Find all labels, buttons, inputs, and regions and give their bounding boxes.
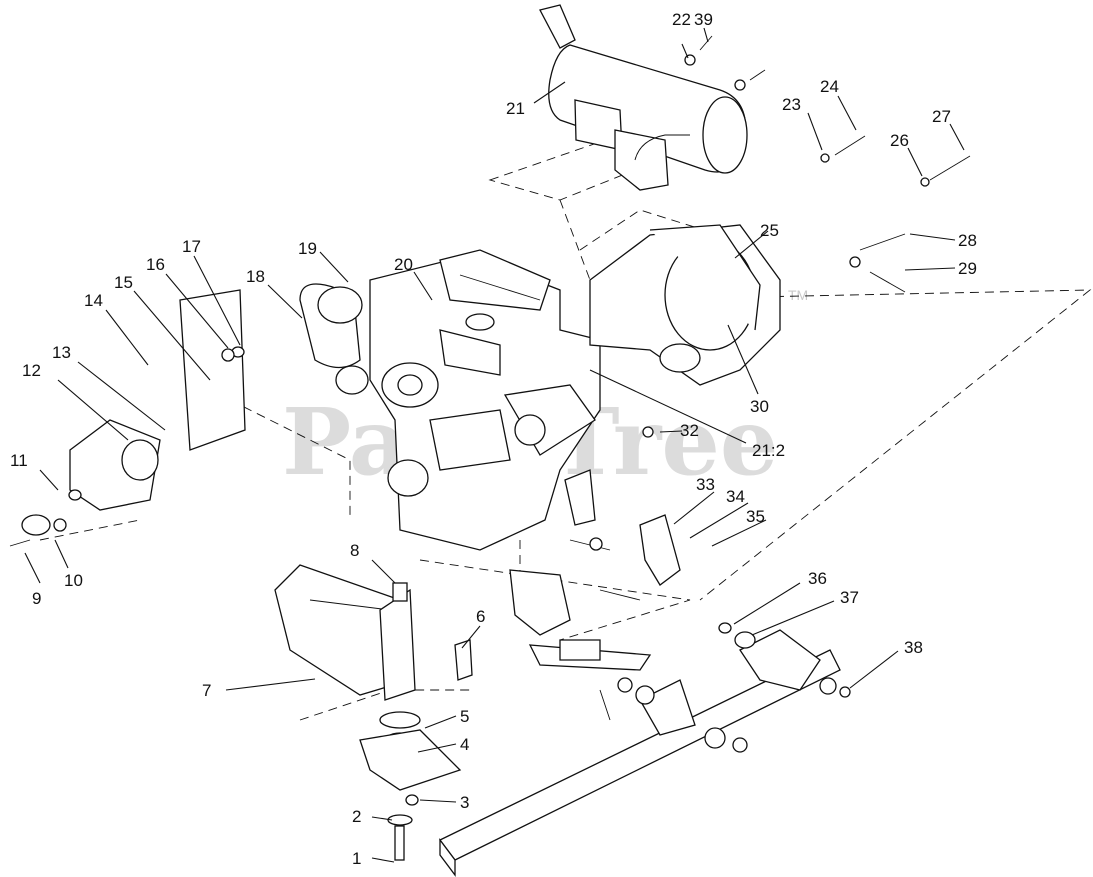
callout-26: 26 (890, 131, 909, 150)
callout-6: 6 (476, 607, 485, 626)
callout-35: 35 (746, 507, 765, 526)
callout-2: 2 (352, 807, 361, 826)
intake-hose (299, 283, 369, 395)
callout-9: 9 (32, 589, 41, 608)
callout-14: 14 (84, 291, 103, 310)
callout-25: 25 (760, 221, 779, 240)
callout-7: 7 (202, 681, 211, 700)
callout-17: 17 (182, 237, 201, 256)
callout-21: 21 (506, 99, 525, 118)
callout-5: 5 (460, 707, 469, 726)
engine (369, 249, 601, 551)
left-mount (21, 289, 246, 536)
callout-39: 39 (694, 10, 713, 29)
callout-10: 10 (64, 571, 83, 590)
callout-36: 36 (808, 569, 827, 588)
center-mount (509, 569, 652, 671)
callout-22: 22 (672, 10, 691, 29)
callout-19: 19 (298, 239, 317, 258)
callout-32: 32 (680, 421, 699, 440)
leader-lines (24, 27, 965, 863)
callout-24: 24 (820, 77, 839, 96)
callout-28: 28 (958, 231, 977, 250)
callout-1: 1 (352, 849, 361, 868)
callout-38: 38 (904, 638, 923, 657)
muffler (539, 4, 748, 191)
callout-13: 13 (52, 343, 71, 362)
bracket-plate (454, 639, 473, 681)
callout-37: 37 (840, 588, 859, 607)
callout-23: 23 (782, 95, 801, 114)
callout-labels: 1 2 3 4 5 6 7 8 9 10 11 12 13 14 15 16 1… (10, 10, 977, 868)
hardware (9, 35, 971, 721)
callout-4: 4 (460, 735, 469, 754)
right-mount (564, 469, 681, 586)
callout-33: 33 (696, 475, 715, 494)
callout-15: 15 (114, 273, 133, 292)
bell-housing (589, 224, 781, 386)
callout-8: 8 (350, 541, 359, 560)
callout-20: 20 (394, 255, 413, 274)
callout-18: 18 (246, 267, 265, 286)
callout-21-2: 21:2 (752, 441, 785, 460)
callout-11: 11 (10, 451, 28, 470)
isolator-stack (359, 582, 462, 861)
watermark-tm: TM (788, 287, 808, 303)
callout-16: 16 (146, 255, 165, 274)
callout-3: 3 (460, 793, 469, 812)
lower-bracket (274, 564, 416, 701)
frame-rail (439, 622, 851, 877)
callout-30: 30 (750, 397, 769, 416)
callout-29: 29 (958, 259, 977, 278)
callout-27: 27 (932, 107, 951, 126)
callout-12: 12 (22, 361, 41, 380)
callout-34: 34 (726, 487, 745, 506)
